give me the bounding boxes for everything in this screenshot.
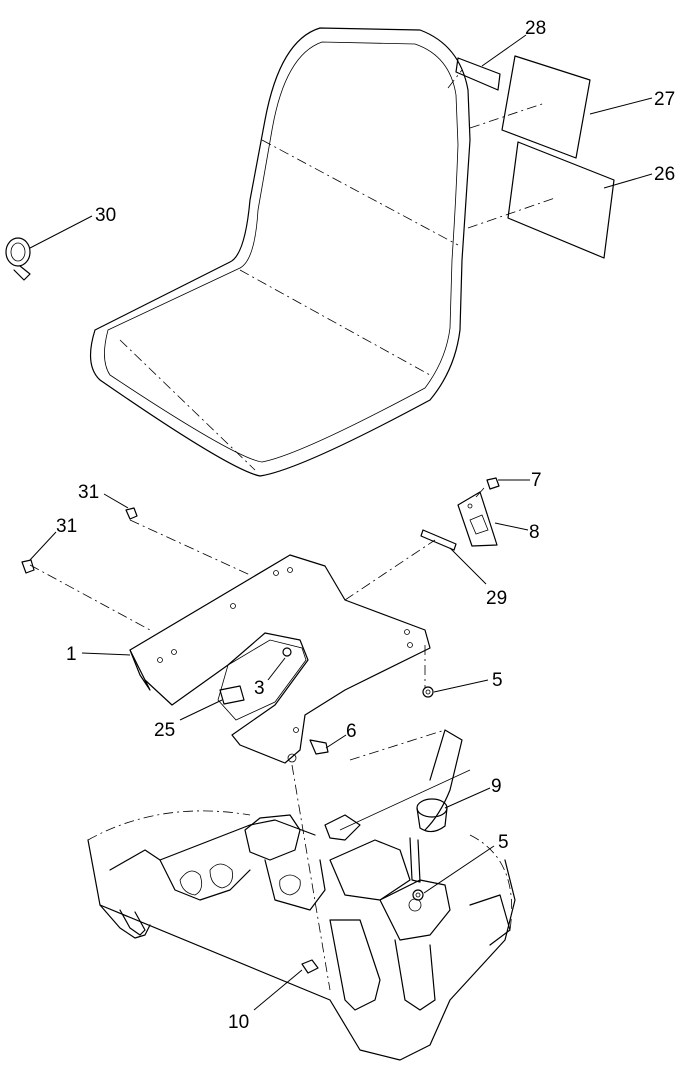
callout-labels: 28 27 26 30 31 31 7 8 29 1 3 5 25 6 9 5 … bbox=[56, 18, 675, 1033]
spacer-29 bbox=[420, 529, 457, 551]
callout-5-upper: 5 bbox=[492, 670, 503, 691]
nut-5-upper bbox=[422, 686, 434, 698]
callout-31-lower: 31 bbox=[56, 516, 77, 537]
bolt-31-lower bbox=[21, 559, 35, 574]
nut-5-lower bbox=[412, 889, 424, 901]
cable-tie bbox=[5, 237, 31, 281]
nut-3 bbox=[282, 647, 292, 657]
callout-25: 25 bbox=[154, 720, 175, 741]
bolt-7 bbox=[475, 477, 500, 498]
callout-10: 10 bbox=[228, 1012, 249, 1033]
callout-6: 6 bbox=[346, 721, 357, 742]
callout-1: 1 bbox=[66, 644, 77, 665]
knob-9 bbox=[409, 798, 448, 883]
leader-lines bbox=[29, 34, 653, 1011]
bolt-6 bbox=[309, 739, 329, 755]
label-25 bbox=[219, 685, 245, 705]
callout-27: 27 bbox=[654, 89, 675, 110]
callout-5-lower: 5 bbox=[498, 832, 509, 853]
callout-30: 30 bbox=[95, 205, 116, 226]
machine-frame bbox=[87, 729, 516, 1061]
callout-28: 28 bbox=[525, 18, 546, 39]
callout-3: 3 bbox=[254, 678, 265, 699]
bolt-31-upper bbox=[125, 507, 138, 520]
seat-mount-plate bbox=[29, 519, 436, 991]
callout-8: 8 bbox=[529, 522, 540, 543]
callout-9: 9 bbox=[491, 776, 502, 797]
callout-29: 29 bbox=[486, 588, 507, 609]
decal-28 bbox=[447, 57, 501, 91]
bracket-8 bbox=[457, 491, 498, 547]
callout-31-upper: 31 bbox=[78, 482, 99, 503]
callout-7: 7 bbox=[531, 470, 542, 491]
seat bbox=[89, 27, 471, 477]
nut-10 bbox=[301, 959, 319, 974]
decal-27 bbox=[469, 55, 591, 159]
decal-26 bbox=[467, 141, 615, 259]
callout-26: 26 bbox=[654, 164, 675, 185]
